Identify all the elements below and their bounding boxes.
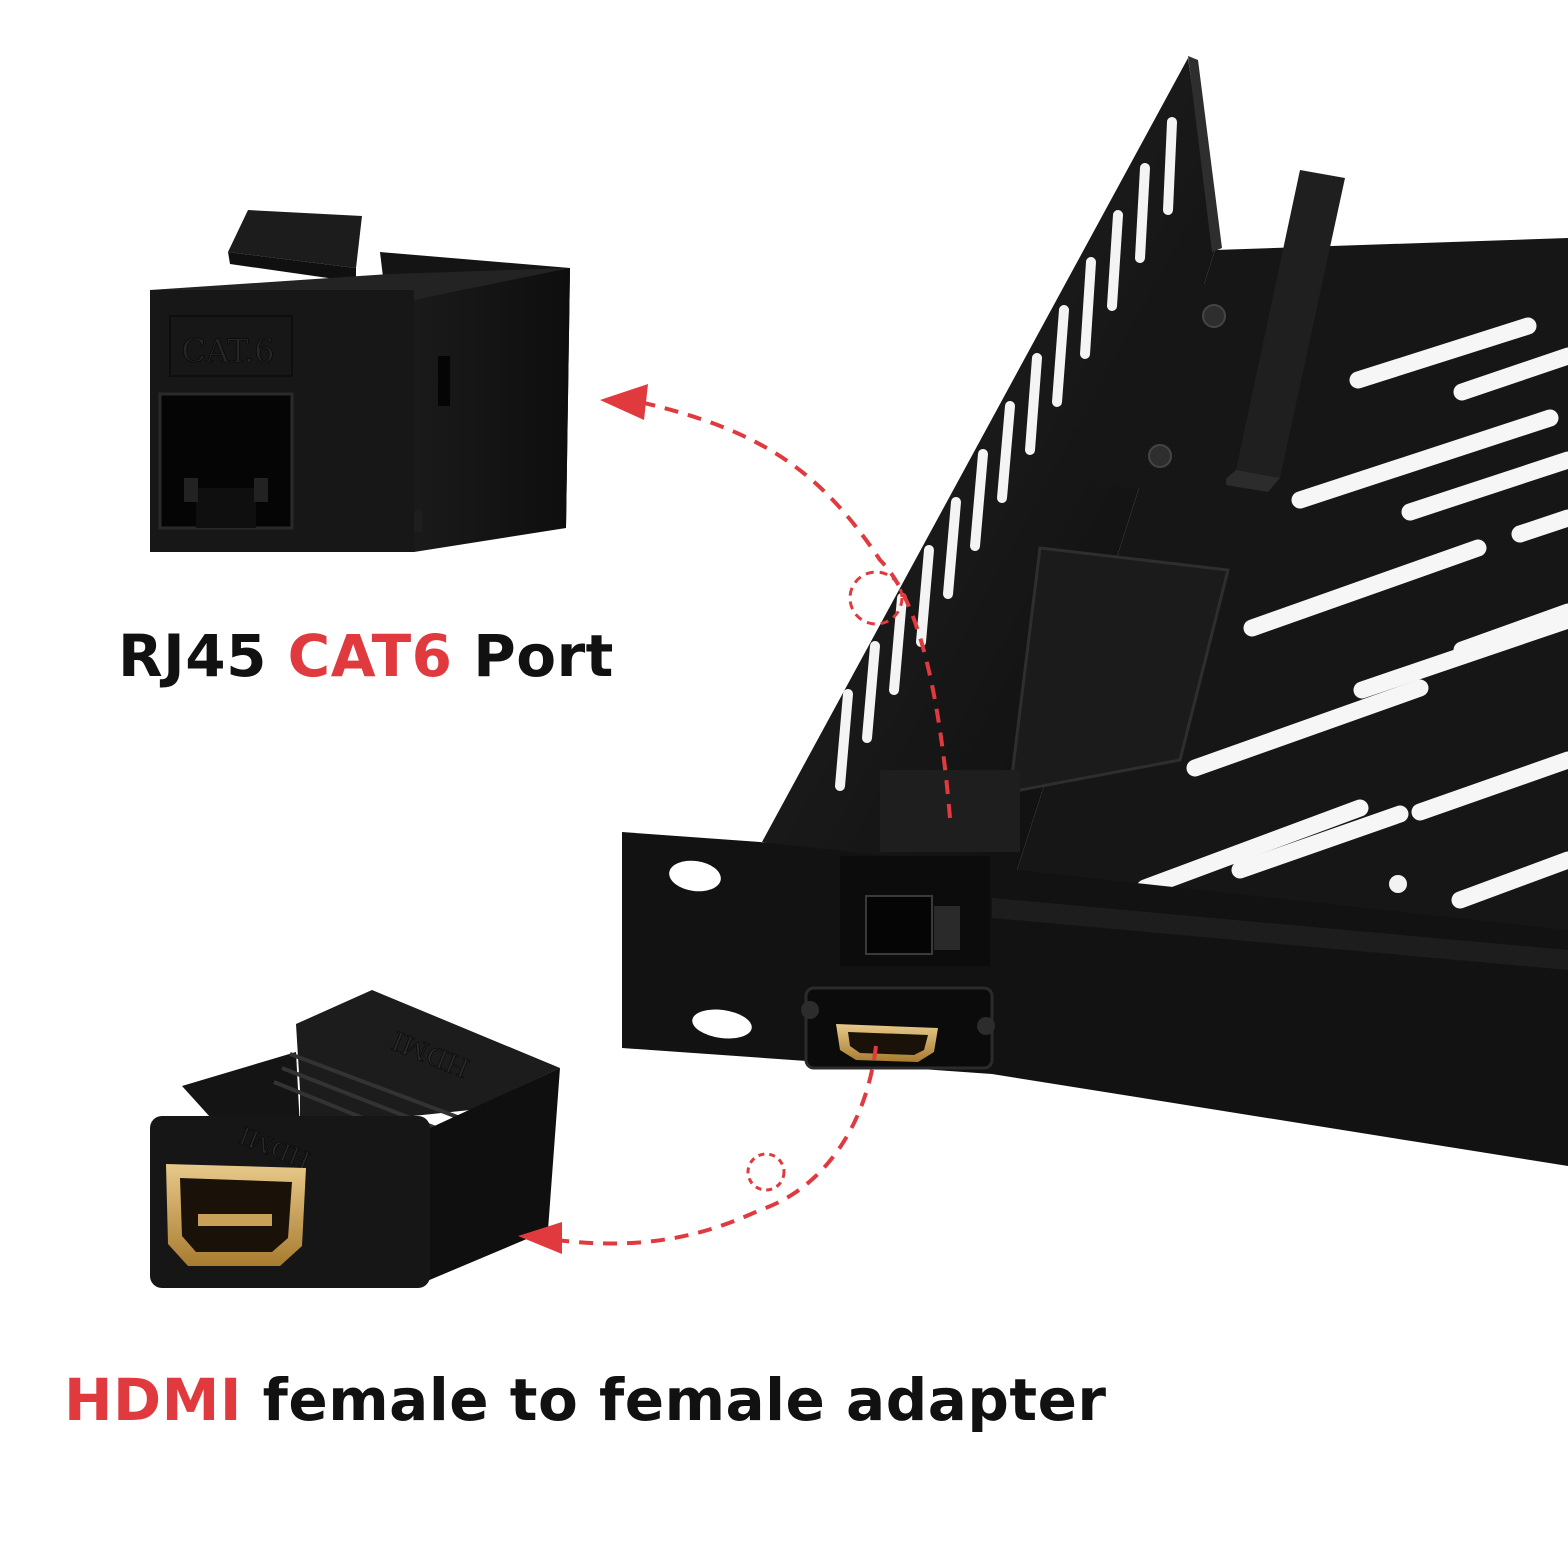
mounted-keystone	[840, 770, 1020, 966]
rack-ear-hole-bottom	[692, 1009, 752, 1039]
shelf-top-lip	[1188, 56, 1222, 252]
keystone-housing	[1008, 546, 1230, 794]
keystone-side	[414, 268, 570, 552]
keystone-latch	[228, 210, 362, 268]
hdmi-coupler-side	[420, 1068, 560, 1284]
caption-hdmi-adapter: HDMI female to female adapter	[64, 1366, 1107, 1434]
hdmi-female-coupler: HDMI HDMI	[150, 990, 560, 1288]
arrow-to-keystone	[600, 384, 952, 819]
hdmi-coupler-top	[296, 990, 560, 1128]
caption-rj45-suffix: Port	[452, 622, 614, 690]
front-panel-edge	[992, 898, 1568, 970]
rack-shelf	[622, 56, 1568, 1166]
side-wall-slots	[835, 117, 1177, 791]
caption-hdmi-highlight: HDMI	[64, 1366, 242, 1434]
rj45-keystone-coupler: CAT.6	[150, 210, 570, 552]
caption-rj45-prefix: RJ45	[118, 622, 288, 690]
arrow-left-icon	[600, 384, 648, 420]
base-small-hole	[1389, 875, 1407, 893]
rj45-jack-opening	[158, 392, 294, 530]
hdmi-port-opening	[166, 1164, 306, 1266]
mounted-hdmi-port	[801, 986, 995, 1070]
arrow-left-icon	[518, 1222, 562, 1254]
rack-ear-hole-top	[669, 860, 721, 892]
mounting-bracket	[1088, 170, 1345, 492]
caption-rj45-highlight: CAT6	[287, 622, 453, 690]
caption-rj45-cat6-port: RJ45 CAT6 Port	[118, 622, 614, 690]
arrow-to-hdmi	[518, 1045, 878, 1254]
caption-hdmi-suffix: female to female adapter	[241, 1366, 1107, 1434]
keystone-embossed-label: CAT.6	[181, 332, 274, 370]
